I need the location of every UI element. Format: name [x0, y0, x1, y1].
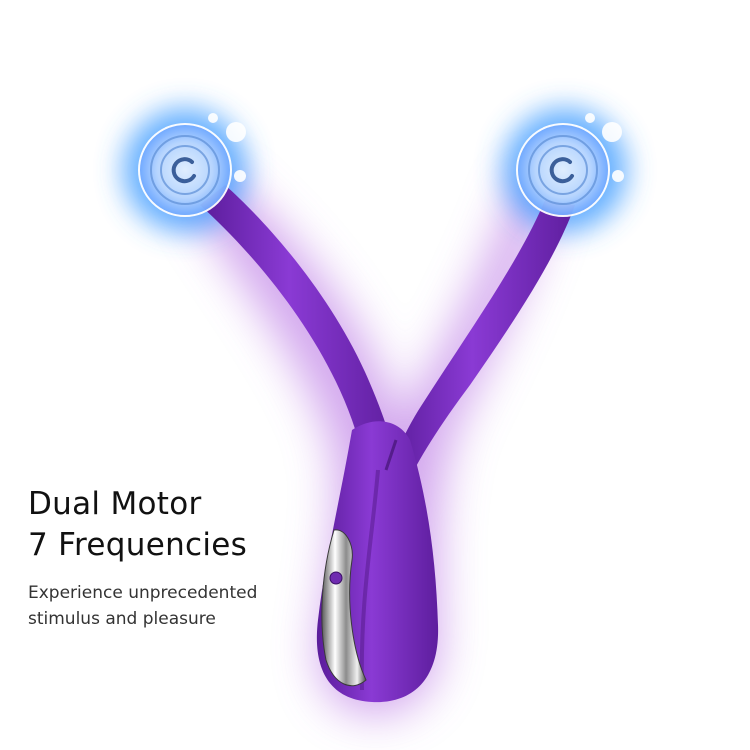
vibration-motor-icon: [549, 157, 574, 184]
subline-line-1: Experience unprecedented: [28, 583, 258, 603]
chrome-control-panel: [321, 529, 367, 687]
right-motor-head: [516, 113, 624, 217]
headline-line-2: 7 Frequencies: [28, 527, 248, 563]
subline: Experience unprecedented stimulus and pl…: [28, 580, 328, 632]
right-arm: [388, 200, 575, 488]
feature-copy: Dual Motor 7 Frequencies Experience unpr…: [28, 484, 328, 632]
vibration-motor-icon: [171, 157, 196, 184]
headline: Dual Motor 7 Frequencies: [28, 484, 328, 566]
subline-line-2: stimulus and pleasure: [28, 609, 216, 629]
headline-line-1: Dual Motor: [28, 486, 202, 522]
left-arm: [200, 185, 398, 485]
left-motor-head: [138, 113, 246, 217]
control-button: [329, 571, 343, 585]
